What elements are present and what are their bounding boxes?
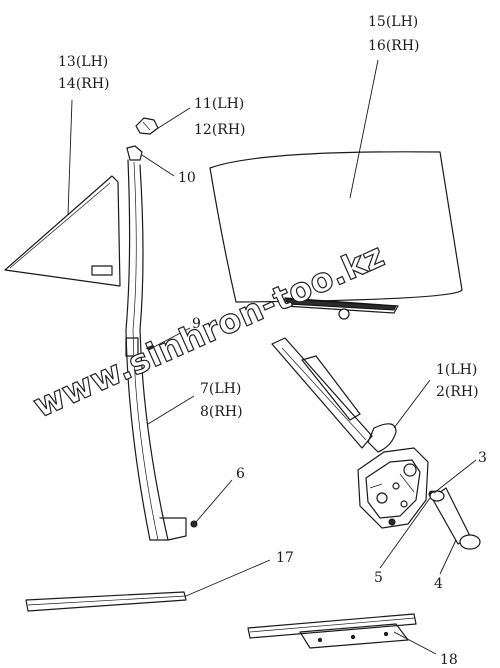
door-glass bbox=[209, 151, 463, 320]
callout-8: 8(RH) bbox=[200, 404, 243, 420]
callout-17: 17 bbox=[276, 550, 294, 566]
callout-14: 14(RH) bbox=[58, 76, 110, 92]
weatherstrip-17 bbox=[25, 591, 187, 612]
callout-6: 6 bbox=[236, 466, 245, 482]
callout-12: 12(RH) bbox=[194, 122, 246, 138]
window-regulator bbox=[271, 337, 429, 529]
callout-15: 15(LH) bbox=[368, 14, 418, 30]
callout-4: 4 bbox=[434, 576, 443, 592]
callout-5: 5 bbox=[374, 570, 383, 586]
top-clip bbox=[126, 145, 143, 161]
bracket-clip bbox=[135, 117, 159, 135]
glass-run-channel bbox=[125, 159, 187, 541]
weatherstrip-18 bbox=[247, 613, 417, 649]
callout-11: 11(LH) bbox=[194, 96, 244, 112]
screw-9 bbox=[147, 344, 155, 352]
callout-9: 9 bbox=[192, 316, 201, 332]
callout-2: 2(RH) bbox=[436, 384, 479, 400]
window-crank-handle bbox=[429, 487, 481, 550]
callout-16: 16(RH) bbox=[368, 38, 420, 54]
callout-1: 1(LH) bbox=[436, 362, 477, 378]
callout-13: 13(LH) bbox=[58, 54, 108, 70]
callout-3: 3 bbox=[478, 450, 487, 466]
callout-labels: 13(LH) 14(RH) 11(LH) 12(RH) 10 15(LH) 16… bbox=[58, 14, 487, 668]
leader-lines bbox=[67, 59, 477, 655]
callout-7: 7(LH) bbox=[200, 381, 241, 397]
vent-glass bbox=[4, 175, 121, 287]
callout-10: 10 bbox=[178, 170, 196, 186]
callout-18: 18 bbox=[440, 652, 458, 668]
screw-6 bbox=[190, 520, 198, 528]
